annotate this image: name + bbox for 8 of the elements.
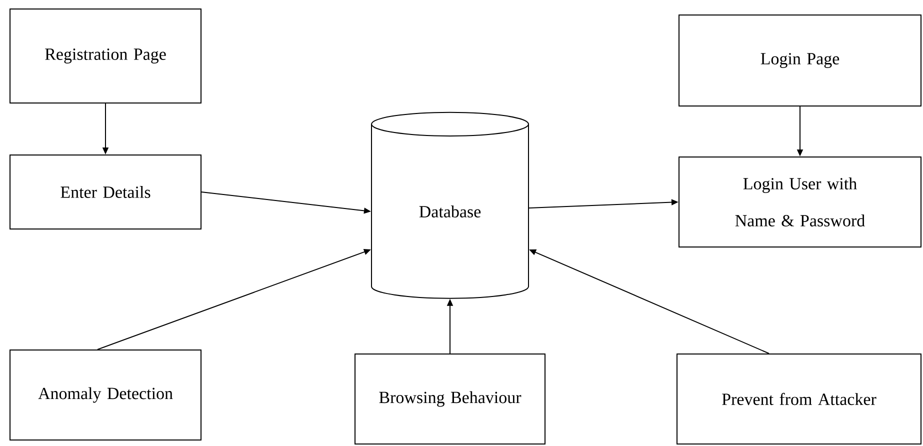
process-box: Prevent from Attacker bbox=[676, 354, 922, 444]
process-box: Anomaly Detection bbox=[10, 350, 202, 440]
process-box: Enter Details bbox=[10, 154, 202, 230]
process-box: Browsing Behaviour bbox=[354, 354, 546, 444]
database-cylinder: Database bbox=[371, 112, 529, 299]
process-box: Login User with Name & Password bbox=[678, 156, 922, 248]
process-box: Login Page bbox=[678, 14, 922, 106]
process-box: Registration Page bbox=[10, 8, 202, 104]
